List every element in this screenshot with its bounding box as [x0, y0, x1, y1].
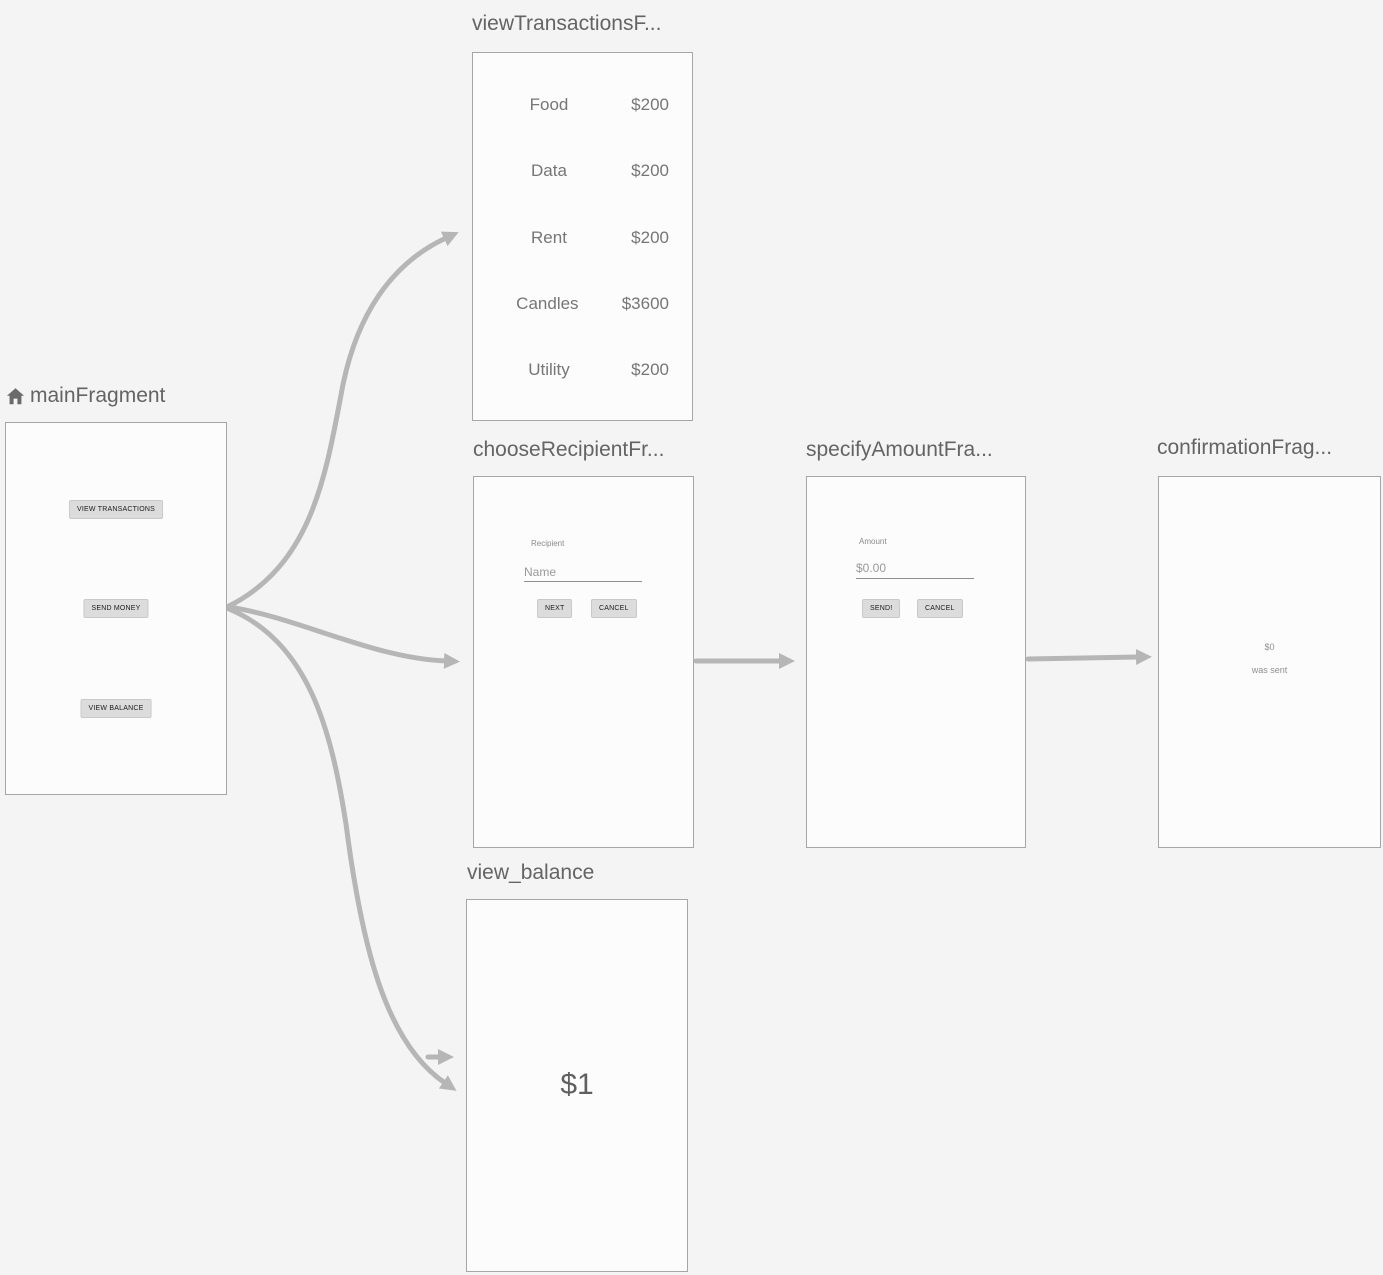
preview-next-button: NEXT: [537, 599, 573, 618]
fragment-label-choose-recipient[interactable]: chooseRecipientFr...: [473, 438, 664, 462]
recipient-input-underline: [524, 581, 642, 582]
fragment-preview-confirmation[interactable]: $0 was sent: [1158, 476, 1381, 848]
fragment-label-choose-recipient-text: chooseRecipientFr...: [473, 438, 665, 461]
transaction-row: Data $200: [473, 159, 692, 183]
fragment-label-view-transactions-text: viewTransactionsF...: [472, 12, 662, 35]
confirmation-message-text: was sent: [1251, 665, 1288, 675]
fragment-preview-view-balance[interactable]: $1: [466, 899, 688, 1272]
fragment-label-specify-amount-text: specifyAmountFra...: [806, 438, 993, 461]
transaction-row: Utility $200: [473, 358, 692, 382]
transaction-row: Candles $3600: [473, 292, 692, 316]
transaction-amount: $3600: [621, 294, 669, 313]
fragment-label-view-transactions[interactable]: viewTransactionsF...: [472, 12, 661, 36]
preview-send-button: SEND!: [862, 599, 901, 618]
fragment-label-main-text: mainFragment: [30, 384, 166, 407]
fragment-label-confirmation[interactable]: confirmationFrag...: [1157, 436, 1332, 460]
preview-cancel-button: CANCEL: [591, 599, 637, 618]
preview-view-transactions-button: VIEW TRANSACTIONS: [69, 500, 163, 519]
action-main-to-view-transactions[interactable]: [226, 231, 459, 609]
preview-cancel-button: CANCEL: [917, 599, 963, 618]
transaction-amount: $200: [631, 360, 669, 379]
fragment-label-view-balance-text: view_balance: [467, 861, 595, 884]
transaction-amount: $200: [631, 161, 669, 180]
transaction-row: Food $200: [473, 93, 692, 117]
amount-field-label: Amount: [859, 537, 887, 546]
amount-input-underline: [856, 578, 974, 579]
recipient-field-label: Recipient: [531, 539, 565, 548]
transaction-name: Utility: [528, 360, 570, 379]
transaction-name: Candles: [516, 294, 579, 313]
action-main-to-choose-recipient[interactable]: [226, 604, 460, 669]
fragment-preview-specify-amount[interactable]: Amount $0.00 SEND! CANCEL: [806, 476, 1026, 848]
fragment-preview-view-transactions[interactable]: Food $200 Data $200 Rent $200 Candles $3…: [472, 52, 693, 421]
fragment-preview-choose-recipient[interactable]: Recipient Name NEXT CANCEL: [473, 476, 694, 848]
fragment-label-confirmation-text: confirmationFrag...: [1157, 436, 1333, 459]
fragment-label-view-balance[interactable]: view_balance: [467, 861, 594, 885]
transaction-name: Rent: [531, 228, 567, 247]
recipient-name-input-hint: Name: [524, 565, 557, 579]
action-main-to-view-balance[interactable]: [226, 606, 457, 1091]
transaction-amount: $200: [631, 228, 669, 247]
transaction-row: Rent $200: [473, 226, 692, 250]
confirmation-amount-text: $0: [1264, 642, 1275, 652]
fragment-label-specify-amount[interactable]: specifyAmountFra...: [806, 438, 993, 462]
transaction-name: Data: [531, 161, 567, 180]
home-icon: [6, 387, 25, 406]
amount-input-hint: $0.00: [856, 561, 887, 575]
transaction-name: Food: [529, 95, 569, 114]
fragment-label-main[interactable]: mainFragment: [6, 384, 165, 408]
fragment-preview-main[interactable]: VIEW TRANSACTIONS SEND MONEY VIEW BALANC…: [5, 422, 227, 795]
preview-send-money-button: SEND MONEY: [83, 599, 149, 618]
transaction-amount: $200: [631, 95, 669, 114]
preview-view-balance-button: VIEW BALANCE: [80, 699, 152, 718]
action-specify-amount-to-confirmation[interactable]: [1025, 649, 1152, 666]
balance-text: $1: [560, 1068, 594, 1101]
